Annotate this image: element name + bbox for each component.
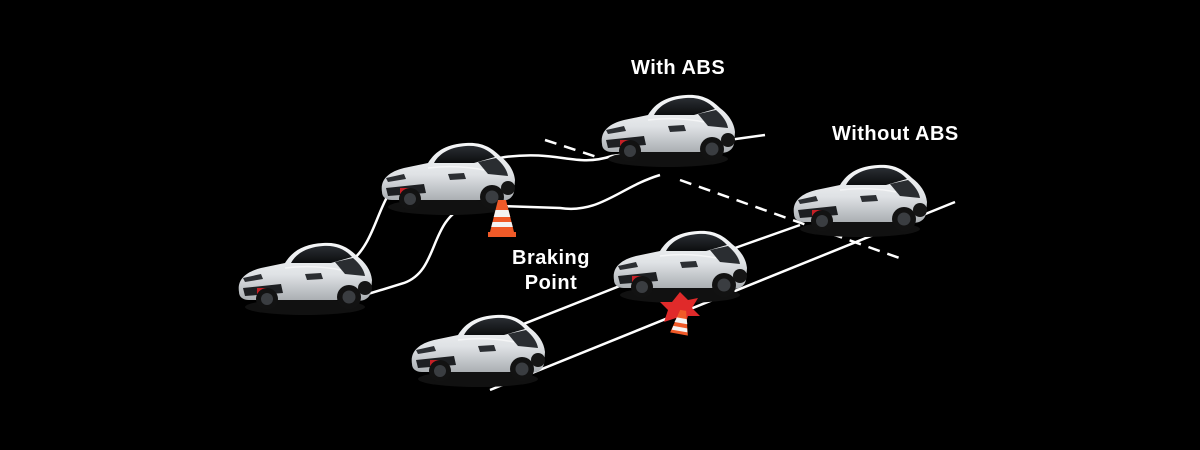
- car-icon: [237, 242, 373, 316]
- with-abs-dashed-guide: [544, 138, 601, 160]
- car-icon: [612, 230, 748, 304]
- car-icon: [600, 94, 736, 168]
- car-icon: [380, 142, 516, 216]
- car-icon: [410, 314, 546, 388]
- car-icon: [792, 164, 928, 238]
- braking-point-label-line2: Point: [524, 272, 578, 294]
- with-abs-label: With ABS: [631, 57, 726, 79]
- collision-burst-icon: [660, 292, 700, 336]
- braking-point-label: Braking Point: [506, 246, 596, 296]
- braking-point-label-line1: Braking: [512, 247, 590, 269]
- without-abs-label: Without ABS: [832, 123, 959, 145]
